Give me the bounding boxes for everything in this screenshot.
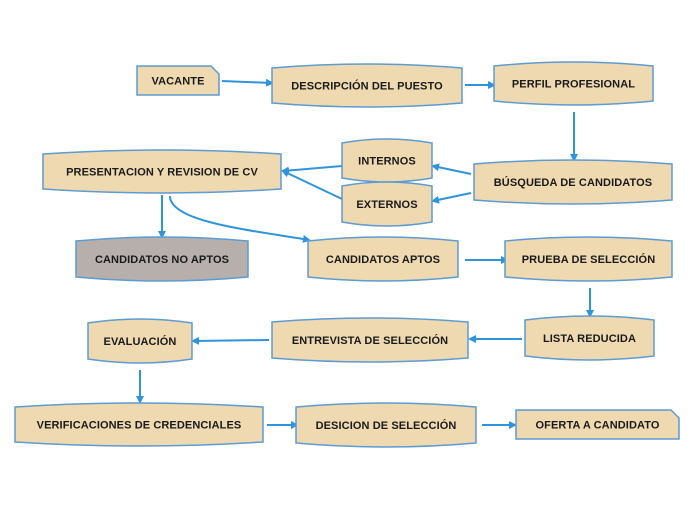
node-entrevista: ENTREVISTA DE SELECCIÓN bbox=[271, 317, 469, 363]
arrow-busqueda-to-externos bbox=[431, 192, 472, 204]
node-label: DESICION DE SELECCIÓN bbox=[316, 419, 457, 432]
node-label: ENTREVISTA DE SELECCIÓN bbox=[292, 334, 448, 347]
arrow-busqueda-to-internos bbox=[431, 163, 472, 175]
node-internos: INTERNOS bbox=[341, 138, 433, 183]
node-shape bbox=[75, 236, 249, 282]
node-label: OFERTA A CANDIDATO bbox=[535, 420, 659, 432]
arrow-entrevista-to-evaluacion bbox=[191, 336, 270, 345]
node-presentacion: PRESENTACION Y REVISION DE CV bbox=[42, 149, 282, 194]
node-busqueda: BÚSQUEDA DE CANDIDATOS bbox=[473, 159, 673, 205]
node-label: CANDIDATOS APTOS bbox=[326, 254, 440, 266]
node-label: VERIFICACIONES DE CREDENCIALES bbox=[37, 420, 242, 432]
node-desicion: DESICION DE SELECCIÓN bbox=[295, 402, 477, 448]
node-shape bbox=[493, 61, 654, 106]
node-vacante: VACANTE bbox=[136, 65, 220, 96]
node-label: CANDIDATOS NO APTOS bbox=[95, 254, 229, 266]
node-shape bbox=[42, 149, 282, 194]
arrow-presentacion-to-aptos bbox=[169, 195, 311, 243]
node-shape bbox=[87, 318, 193, 364]
node-shape bbox=[271, 317, 469, 363]
node-lista: LISTA REDUCIDA bbox=[524, 315, 655, 361]
node-shape bbox=[524, 315, 655, 361]
node-shape bbox=[341, 138, 433, 183]
node-externos: EXTERNOS bbox=[341, 181, 433, 227]
node-shape bbox=[295, 402, 477, 448]
node-label: VACANTE bbox=[151, 76, 204, 88]
node-label: DESCRIPCIÓN DEL PUESTO bbox=[291, 80, 443, 93]
arrow-externos-to-presentacion bbox=[281, 169, 343, 200]
node-label: EVALUACIÓN bbox=[104, 335, 177, 348]
node-no-aptos: CANDIDATOS NO APTOS bbox=[75, 236, 249, 282]
node-shape bbox=[14, 402, 264, 447]
node-label: INTERNOS bbox=[358, 156, 416, 168]
arrow-vacante-to-descripcion bbox=[221, 78, 274, 87]
node-shape bbox=[136, 65, 220, 96]
node-label: PRESENTACION Y REVISION DE CV bbox=[66, 167, 258, 179]
node-shape bbox=[473, 159, 673, 205]
node-descripcion: DESCRIPCIÓN DEL PUESTO bbox=[271, 63, 463, 108]
node-label: EXTERNOS bbox=[356, 199, 417, 211]
node-label: LISTA REDUCIDA bbox=[543, 333, 636, 345]
node-perfil: PERFIL PROFESIONAL bbox=[493, 61, 654, 106]
connectors bbox=[136, 78, 594, 429]
node-shape bbox=[341, 181, 433, 227]
node-shape bbox=[307, 236, 459, 282]
node-label: PRUEBA DE SELECCIÓN bbox=[522, 253, 656, 266]
node-shape bbox=[271, 63, 463, 108]
node-label: BÚSQUEDA DE CANDIDATOS bbox=[494, 176, 652, 189]
node-shape bbox=[504, 236, 673, 282]
node-aptos: CANDIDATOS APTOS bbox=[307, 236, 459, 282]
node-oferta: OFERTA A CANDIDATO bbox=[515, 409, 680, 440]
node-evaluacion: EVALUACIÓN bbox=[87, 318, 193, 364]
node-verificaciones: VERIFICACIONES DE CREDENCIALES bbox=[14, 402, 264, 447]
arrow-internos-to-presentacion bbox=[281, 165, 343, 175]
node-shape bbox=[515, 409, 680, 440]
node-label: PERFIL PROFESIONAL bbox=[512, 79, 635, 91]
node-prueba: PRUEBA DE SELECCIÓN bbox=[504, 236, 673, 282]
